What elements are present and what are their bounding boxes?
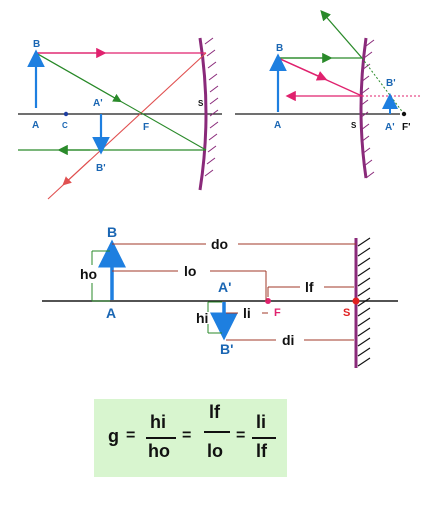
- fig2-label-a-prime: A': [385, 122, 395, 133]
- fig1-label-c: C: [62, 121, 68, 130]
- fig1-label-a-prime: A': [93, 98, 103, 109]
- fig2-focus-point: [401, 111, 407, 117]
- magnification-formula: g = hi ho = lf lo = li lf: [94, 399, 287, 477]
- formula-f1-bar: [146, 437, 176, 439]
- fig1-ray-through-f-arrow: [35, 52, 122, 103]
- formula-g: g: [108, 426, 119, 446]
- formula-f2-bar: [204, 431, 230, 433]
- formula-f3-numerator: li: [256, 412, 267, 432]
- fig1-label-b: B: [33, 39, 40, 50]
- fig2-ray-reflected-out: [320, 10, 363, 59]
- formula-f2-numerator: lf: [209, 402, 220, 422]
- fig3-dim-lo: lo: [184, 263, 196, 279]
- fig2-label-s: S: [351, 121, 357, 130]
- magnification-formula-box: g = hi ho = lf lo = li lf: [94, 399, 287, 477]
- fig3-label-b-prime: B': [220, 341, 233, 357]
- fig1-label-f: F: [143, 122, 149, 133]
- formula-eq-2: =: [182, 427, 192, 444]
- fig2-convex-mirror: [359, 37, 368, 179]
- fig3-mirror-hatch: [357, 237, 371, 367]
- fig3-label-a-prime: A': [218, 279, 231, 295]
- fig1-label-a: A: [32, 120, 39, 131]
- fig1-label-b-prime: B': [96, 163, 106, 174]
- fig3-dim-hi: hi: [196, 310, 208, 326]
- fig1-ray-reflected-arrow: [62, 159, 91, 186]
- formula-f1-numerator: hi: [150, 412, 166, 432]
- fig3-dim-li: li: [243, 305, 251, 321]
- fig2-ray-virtual-extension: [361, 57, 405, 115]
- fig1-center-point: [63, 111, 69, 117]
- formula-f3-bar: [252, 437, 276, 439]
- fig1-concave-mirror: [198, 37, 208, 191]
- fig2-label-b-prime: B': [386, 78, 396, 89]
- formula-eq-1: =: [126, 427, 136, 444]
- fig1-mirror-hatch: [204, 37, 219, 177]
- fig2-ray-toward-f-arrow: [277, 57, 328, 81]
- fig2-label-f-prime: F': [402, 122, 411, 133]
- fig3-height-brackets: [91, 250, 222, 334]
- formula-f2-denominator: lo: [207, 441, 223, 461]
- fig3-vertex-point: [352, 297, 360, 305]
- fig3-dim-di: di: [282, 332, 294, 348]
- fig3-label-f: F: [274, 307, 281, 319]
- fig3-dim-ho: ho: [80, 266, 97, 282]
- fig2-mirror-hatch: [359, 39, 375, 179]
- fig3-label-a: A: [106, 305, 116, 321]
- fig2-label-b: B: [276, 43, 283, 54]
- fig3-dim-lf: lf: [305, 279, 314, 295]
- fig3-dimension-lines: [112, 243, 356, 341]
- formula-eq-3: =: [236, 427, 246, 444]
- formula-f1-denominator: ho: [148, 441, 170, 461]
- fig3-label-b: B: [107, 224, 117, 240]
- fig1-label-s: S: [198, 99, 204, 108]
- fig3-label-s: S: [343, 307, 350, 319]
- fig2-label-a: A: [274, 120, 281, 131]
- fig3-dim-do: do: [211, 236, 228, 252]
- formula-f3-denominator: lf: [256, 441, 267, 461]
